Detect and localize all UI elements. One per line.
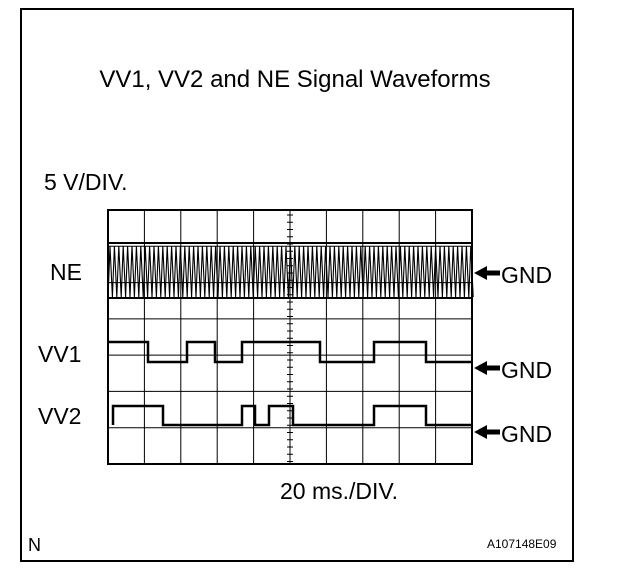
left-arrow-icon: [474, 266, 500, 280]
arrow-head: [474, 361, 487, 375]
arrow-shaft: [486, 270, 500, 276]
signal-label-vv1: VV1: [38, 341, 82, 367]
figure-title: VV1, VV2 and NE Signal Waveforms: [99, 66, 491, 93]
left-arrow-icon: [474, 425, 500, 439]
corner-letter: N: [28, 535, 41, 555]
left-arrow-icon: [474, 361, 500, 375]
voltage-scale-label: 5 V/DIV.: [44, 169, 128, 195]
arrow-head: [474, 266, 487, 280]
signal-label-vv2: VV2: [38, 403, 82, 429]
gnd-label-ne: GND: [501, 262, 553, 288]
ground-markers: [474, 266, 500, 439]
arrow-shaft: [486, 365, 500, 371]
gnd-label-vv1: GND: [501, 357, 553, 383]
figure-frame: [20, 8, 574, 562]
ne-waveform: [107, 245, 474, 299]
arrow-head: [474, 425, 487, 439]
arrow-shaft: [486, 429, 500, 435]
vv1-waveform: [108, 340, 472, 364]
figure-id: A107148E09: [487, 537, 557, 551]
signal-label-ne: NE: [50, 259, 82, 285]
time-scale-label: 20 ms./DIV.: [280, 478, 399, 504]
gnd-label-vv2: GND: [501, 421, 553, 447]
vv2-waveform: [111, 404, 472, 427]
signal-waveforms: [107, 242, 474, 427]
